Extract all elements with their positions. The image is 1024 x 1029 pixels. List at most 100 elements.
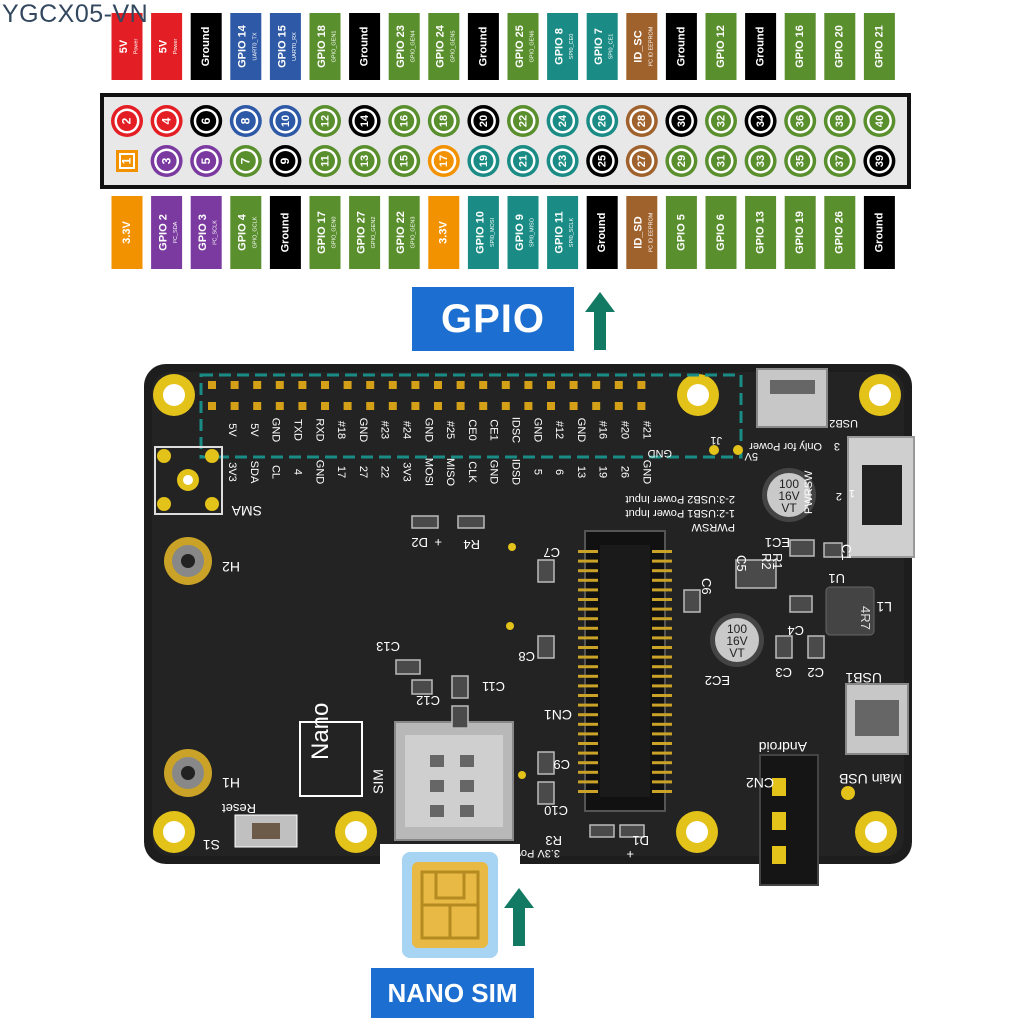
bottom-label-18: GPIO 19 — [784, 196, 816, 269]
top-label-sub-4: UART0_TX — [252, 32, 258, 60]
pin-35: 35 — [784, 145, 817, 177]
board-pin-bottom-13 — [479, 402, 488, 410]
bottom-label-main-11: GPIO 9 — [514, 214, 526, 251]
top-label-19: GPIO 20 — [824, 13, 856, 80]
board-pin-top-15 — [524, 381, 533, 389]
silk-header-top-16: #12 — [553, 421, 565, 439]
top-label-main-17: Ground — [755, 27, 767, 67]
bottom-label-1: 3.3V — [111, 196, 143, 269]
silk-c13: C13 — [376, 639, 400, 654]
bottom-label-main-17: GPIO 13 — [755, 211, 767, 254]
top-label-main-18: GPIO 16 — [794, 25, 806, 68]
pin-6: 6 — [190, 105, 223, 137]
silk-header-top-6: #18 — [335, 421, 347, 439]
pin-number-10: 10 — [280, 115, 292, 127]
top-label-main-5: GPIO 15 — [276, 25, 288, 68]
pin-number-1: 1 — [120, 157, 134, 164]
board-pin-bottom-11 — [434, 402, 442, 410]
silk-d2-plus: + — [434, 535, 442, 550]
board-pin-bottom-12 — [456, 402, 465, 410]
silk-header-bottom-1: 3V3 — [226, 462, 238, 482]
silk-header-top-1: 5V — [226, 423, 238, 437]
pin-22: 22 — [507, 105, 539, 137]
bottom-label-sub-8: GPIO_GEN3 — [411, 217, 417, 249]
top-label-main-9: GPIO 24 — [435, 24, 447, 68]
top-label-sub-2: Power — [173, 39, 179, 55]
bottom-label-main-12: GPIO 11 — [554, 211, 566, 253]
silk-pwrsw-1: 1 — [849, 487, 855, 499]
pin-number-2: 2 — [120, 117, 134, 124]
silk-pwrsw-label: PWRSW — [691, 521, 735, 533]
silk-header-top-11: #25 — [444, 421, 456, 439]
pin-40: 40 — [863, 105, 896, 137]
pin-number-30: 30 — [676, 115, 688, 127]
usb2-connector — [756, 368, 828, 428]
board-pin-bottom-10 — [411, 402, 420, 410]
silk-header-bottom-18: 19 — [597, 466, 609, 478]
pin-number-14: 14 — [359, 114, 371, 127]
silk-cn1: CN1 — [544, 707, 572, 723]
silk-header-bottom-16: 6 — [553, 469, 565, 475]
top-label-main-8: GPIO 23 — [395, 25, 407, 68]
pin-25: 25 — [586, 145, 619, 177]
board-pin-bottom-4 — [275, 402, 284, 410]
pin-number-19: 19 — [478, 155, 490, 167]
ec1-value-2: 16V — [778, 489, 799, 503]
top-label-16: GPIO 12 — [705, 13, 737, 80]
bottom-label-main-20: Ground — [873, 213, 885, 253]
pin-number-8: 8 — [238, 117, 252, 124]
bottom-label-16: GPIO 6 — [705, 196, 737, 269]
silk-r2: R2 — [759, 553, 774, 570]
silk-header-top-17: GND — [575, 418, 587, 443]
silk-l1: L1 — [876, 599, 892, 615]
bottom-label-main-5: Ground — [279, 213, 291, 253]
board-pin-top-2 — [230, 381, 239, 389]
silk-nano: Nano — [307, 703, 334, 760]
pin-4: 4 — [150, 105, 183, 137]
board-pin-bottom-6 — [321, 402, 329, 410]
bottom-label-main-13: Ground — [596, 213, 608, 253]
pin-15: 15 — [388, 145, 421, 177]
pin-number-5: 5 — [199, 157, 213, 164]
silk-inductor-value: 4R7 — [858, 606, 873, 630]
silk-header-bottom-15: 5 — [531, 469, 543, 475]
pin-number-7: 7 — [238, 157, 252, 164]
silk-c10: C10 — [544, 803, 568, 818]
silk-power-input-2: 2-3:USB2 Power Input — [626, 493, 735, 505]
board-pin-top-17 — [569, 381, 578, 389]
pin-number-13: 13 — [359, 155, 371, 167]
cn1-slot — [584, 530, 666, 812]
bottom-label-main-3: GPIO 3 — [197, 214, 209, 251]
top-label-main-6: GPIO 18 — [316, 25, 328, 68]
silk-c8: C8 — [518, 649, 535, 664]
top-label-main-11: GPIO 25 — [514, 25, 526, 68]
pin-5: 5 — [190, 145, 223, 177]
silk-c5: C5 — [734, 555, 749, 572]
top-label-main-13: GPIO 7 — [593, 28, 605, 65]
top-label-main-12: GPIO 8 — [554, 28, 566, 65]
bottom-label-5: Ground — [269, 196, 301, 269]
pin-number-6: 6 — [199, 117, 213, 124]
cn1-pins — [578, 550, 672, 793]
silk-header-top-20: #21 — [640, 421, 652, 439]
reset-button — [234, 814, 298, 848]
board-pin-bottom-7 — [343, 402, 352, 410]
silk-header-top-14: IDSC — [509, 417, 521, 443]
silk-main-usb: Main USB — [839, 771, 902, 787]
silk-d2: D2 — [411, 535, 428, 550]
top-label-sub-6: GPIO_GEN1 — [331, 31, 337, 63]
top-label-main-14: ID_SC — [633, 30, 645, 62]
l1-inductor — [825, 586, 875, 636]
top-label-10: Ground — [467, 13, 499, 80]
bottom-label-main-15: GPIO 5 — [675, 214, 687, 251]
silk-header-bottom-3: CL — [270, 465, 282, 479]
silk-d1: D1 — [632, 833, 649, 848]
pin-10: 10 — [269, 105, 302, 137]
